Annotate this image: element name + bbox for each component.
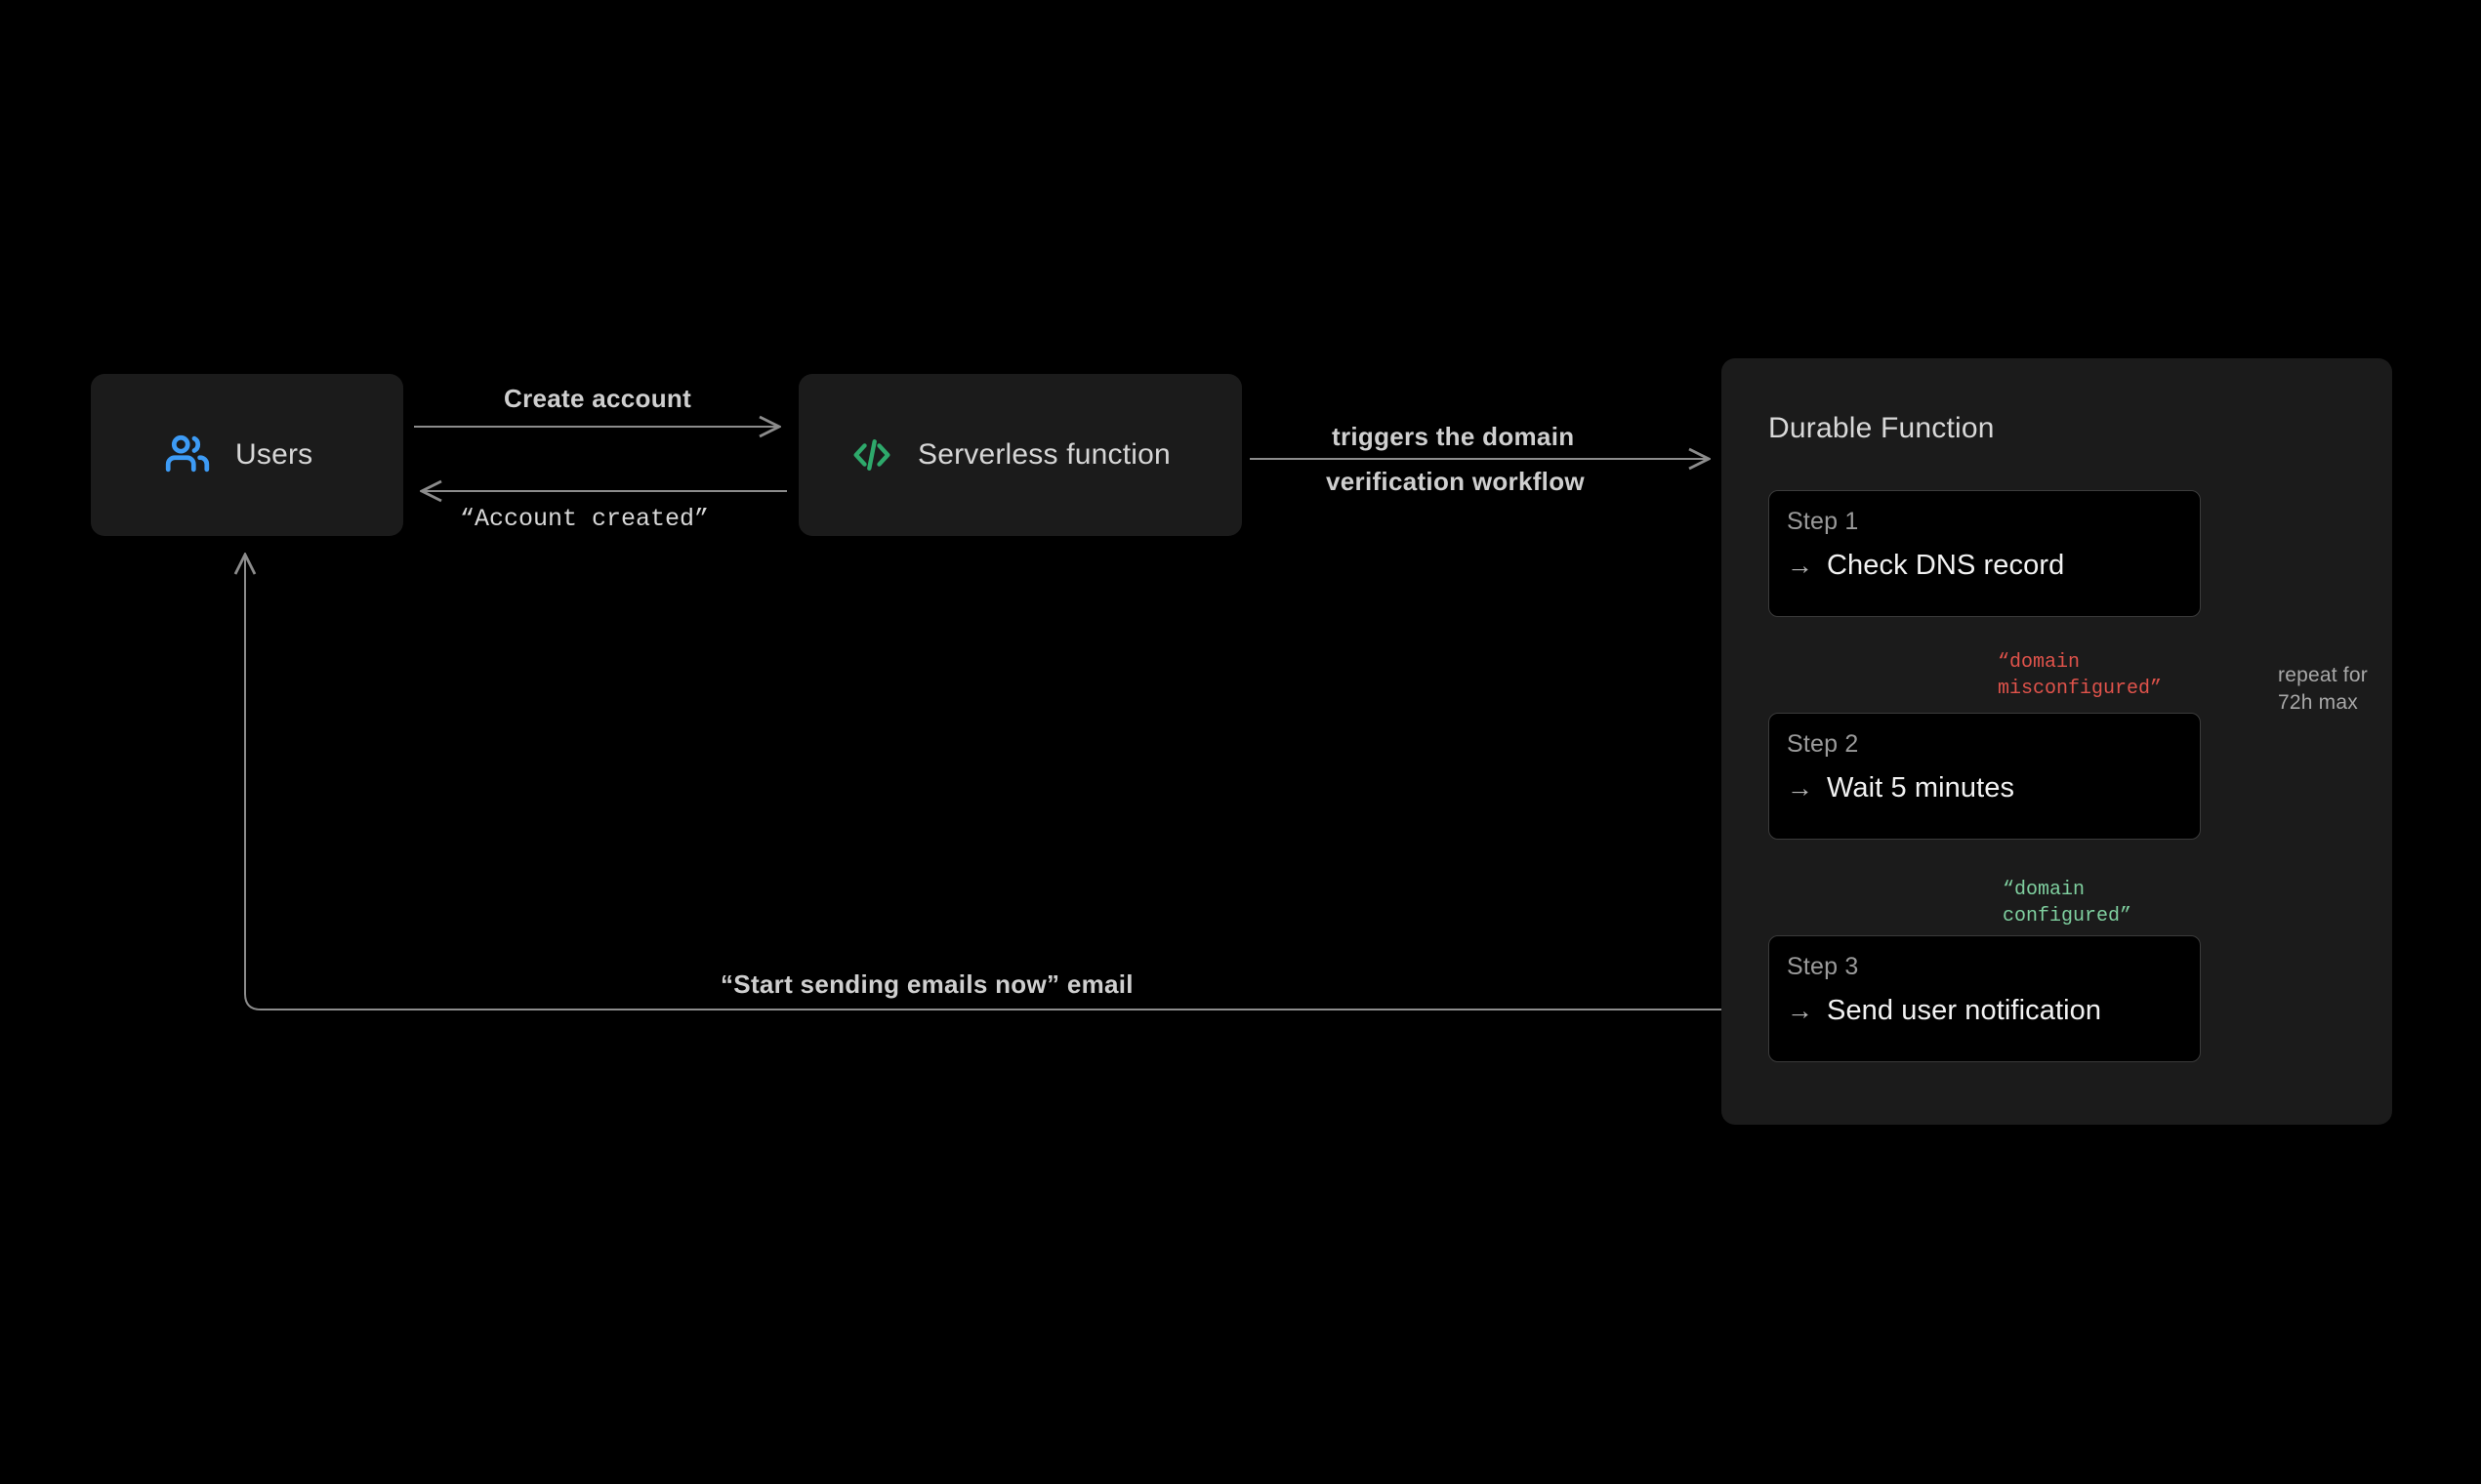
edge-label-triggers-workflow-line2: verification workflow bbox=[1326, 467, 1585, 496]
step-2-row: → Wait 5 minutes bbox=[1787, 772, 2200, 804]
arrow-right-icon: → bbox=[1787, 995, 1813, 1025]
step-3-index: Step 3 bbox=[1787, 953, 1859, 980]
code-brackets-icon bbox=[848, 431, 896, 479]
node-serverless-function-label: Serverless function bbox=[918, 438, 1171, 471]
arrow-right-icon: → bbox=[1787, 550, 1813, 580]
panel-durable-function[interactable]: Durable Function Step 1 → Check DNS reco… bbox=[1721, 358, 2392, 1125]
step-2-index: Step 2 bbox=[1787, 730, 1859, 758]
step-card-1[interactable]: Step 1 → Check DNS record bbox=[1768, 490, 2201, 617]
edge-label-triggers-workflow-line1: triggers the domain bbox=[1332, 422, 1575, 451]
wire-start-sending-emails bbox=[245, 555, 1763, 1010]
edge-label-create-account: Create account bbox=[504, 384, 692, 413]
step-1-row: → Check DNS record bbox=[1787, 550, 2200, 582]
edge-label-repeat-loop-line2: 72h max bbox=[2278, 691, 2358, 715]
step-card-2[interactable]: Step 2 → Wait 5 minutes bbox=[1768, 713, 2201, 840]
edge-label-repeat-loop: repeat for 72h max bbox=[2278, 662, 2368, 718]
node-users[interactable]: Users bbox=[91, 374, 403, 536]
edge-label-start-sending-emails: “Start sending emails now” email bbox=[721, 969, 1134, 999]
edge-label-domain-configured-line2: configured” bbox=[2003, 905, 2132, 928]
step-1-index: Step 1 bbox=[1787, 508, 1859, 535]
edge-label-domain-misconfigured: “domain misconfigured” bbox=[1998, 649, 2162, 702]
step-card-3[interactable]: Step 3 → Send user notification bbox=[1768, 935, 2201, 1062]
step-1-action: Check DNS record bbox=[1827, 549, 2065, 581]
edge-label-repeat-loop-line1: repeat for bbox=[2278, 664, 2368, 686]
edge-label-domain-configured: “domain configured” bbox=[2003, 877, 2131, 929]
step-3-action: Send user notification bbox=[1827, 994, 2102, 1026]
edge-label-domain-configured-line1: “domain bbox=[2003, 879, 2086, 901]
step-3-row: → Send user notification bbox=[1787, 995, 2200, 1027]
node-users-label: Users bbox=[235, 438, 313, 471]
edge-label-domain-misconfigured-line2: misconfigured” bbox=[1998, 678, 2163, 700]
node-serverless-function[interactable]: Serverless function bbox=[799, 374, 1242, 536]
arrow-right-icon: → bbox=[1787, 772, 1813, 803]
step-2-action: Wait 5 minutes bbox=[1827, 771, 2015, 804]
durable-function-title: Durable Function bbox=[1768, 412, 1995, 444]
users-icon bbox=[161, 429, 214, 481]
edge-label-account-created: “Account created” bbox=[460, 505, 710, 533]
edge-label-domain-misconfigured-line1: “domain bbox=[1998, 651, 2081, 674]
